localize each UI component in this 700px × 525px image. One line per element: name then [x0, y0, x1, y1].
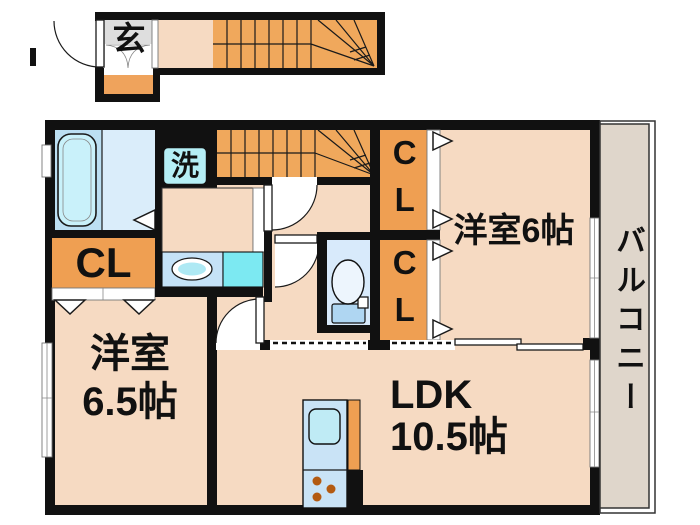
- balcony: [599, 120, 656, 514]
- toilet-room: [317, 232, 377, 333]
- closet-right-bottom: [380, 239, 454, 341]
- stove-burner: [312, 492, 322, 502]
- main-floor: [41, 120, 600, 515]
- kitchen-wall-stub: [347, 470, 363, 508]
- closet-left-door-fold: [53, 299, 87, 316]
- ldk-hall-door: [215, 296, 265, 350]
- wall-closet-mid: [370, 230, 440, 240]
- window-bathroom: [41, 144, 52, 178]
- staircase-lower: [213, 19, 377, 68]
- stove-burner: [312, 476, 322, 486]
- washroom-hall-door: [263, 184, 318, 232]
- closet-left: [51, 238, 156, 316]
- ldk-boundary: [270, 338, 600, 351]
- stove-burner: [326, 484, 336, 494]
- washbasin: [161, 251, 264, 288]
- bathtub: [57, 133, 97, 227]
- washroom-floor: [161, 187, 254, 253]
- entrance-hall-door: [151, 19, 159, 69]
- washing-machine: [161, 145, 209, 187]
- entry-door: [30, 19, 105, 68]
- entrance-hall-floor: [155, 20, 213, 68]
- upper-strip: [30, 12, 385, 102]
- staircase-main: [217, 129, 377, 177]
- wall-bath-washroom: [155, 130, 163, 297]
- balcony-floor: [599, 123, 650, 509]
- stair-door-opening: [272, 177, 317, 185]
- washroom: [161, 145, 266, 288]
- wall-bath-closet: [45, 230, 163, 238]
- entry-door-leaf: [95, 19, 105, 68]
- bathroom: [55, 130, 156, 232]
- closet-right-top: [380, 129, 454, 231]
- toilet: [331, 259, 369, 324]
- entry-wall-stub: [30, 48, 36, 66]
- entrance-inner-doors: [105, 44, 153, 69]
- kitchen-side-panel: [347, 399, 361, 471]
- windows: [41, 144, 600, 468]
- kitchen: [302, 399, 363, 509]
- closet-left-door-fold: [122, 299, 156, 316]
- washroom-door: [252, 187, 266, 253]
- kitchen-sink: [308, 408, 341, 445]
- wall-hall-left: [264, 230, 272, 302]
- wall-room65-right: [207, 287, 217, 505]
